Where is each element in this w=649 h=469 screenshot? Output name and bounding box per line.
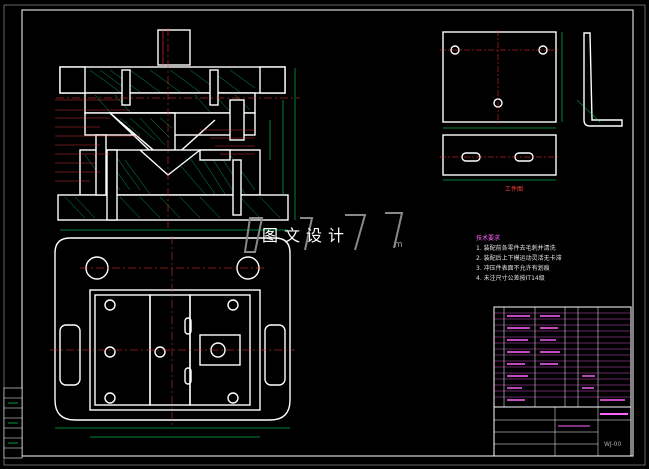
note-line: 3. 冲压件表面不允许有划痕: [476, 265, 550, 272]
leader-lines-right: [200, 129, 255, 155]
title-block[interactable]: [493, 406, 632, 457]
technical-notes: 技术要求 1. 装配前各零件去毛刺并清洗 2. 装配后上下模运动灵活无卡滞 3.…: [476, 234, 562, 284]
revision-strip: [3, 387, 23, 459]
note-line: 1. 装配前各零件去毛刺并清洗: [476, 245, 556, 252]
notes-title: 技术要求: [476, 235, 501, 242]
watermark-suffix: m: [394, 240, 403, 250]
workpiece-dims: [443, 32, 601, 181]
outer-frame: [3, 4, 646, 466]
workpiece-plan[interactable]: [442, 31, 557, 123]
inner-frame: [21, 9, 634, 457]
watermark-text: 图文设计: [262, 226, 351, 245]
note-line: 2. 装配后上下模运动灵活无卡滞: [476, 255, 562, 262]
top-view-centerlines: [50, 236, 295, 425]
workpiece-bottom[interactable]: [442, 134, 557, 176]
drawing-number: WJ-00: [604, 441, 622, 448]
front-section-view[interactable]: [56, 28, 300, 230]
workpiece-side[interactable]: [583, 32, 623, 127]
note-line: 4. 未注尺寸公差按IT14级: [476, 275, 545, 282]
watermark-logo: [243, 212, 404, 253]
part-view-label: 工件图: [505, 186, 524, 193]
bill-of-materials[interactable]: [493, 306, 632, 408]
leader-lines-left: [55, 99, 140, 182]
front-dimensions: [60, 68, 296, 231]
top-plan-view[interactable]: [54, 237, 291, 421]
workpiece-centerlines: [440, 30, 560, 158]
top-view-dims: [55, 427, 290, 438]
